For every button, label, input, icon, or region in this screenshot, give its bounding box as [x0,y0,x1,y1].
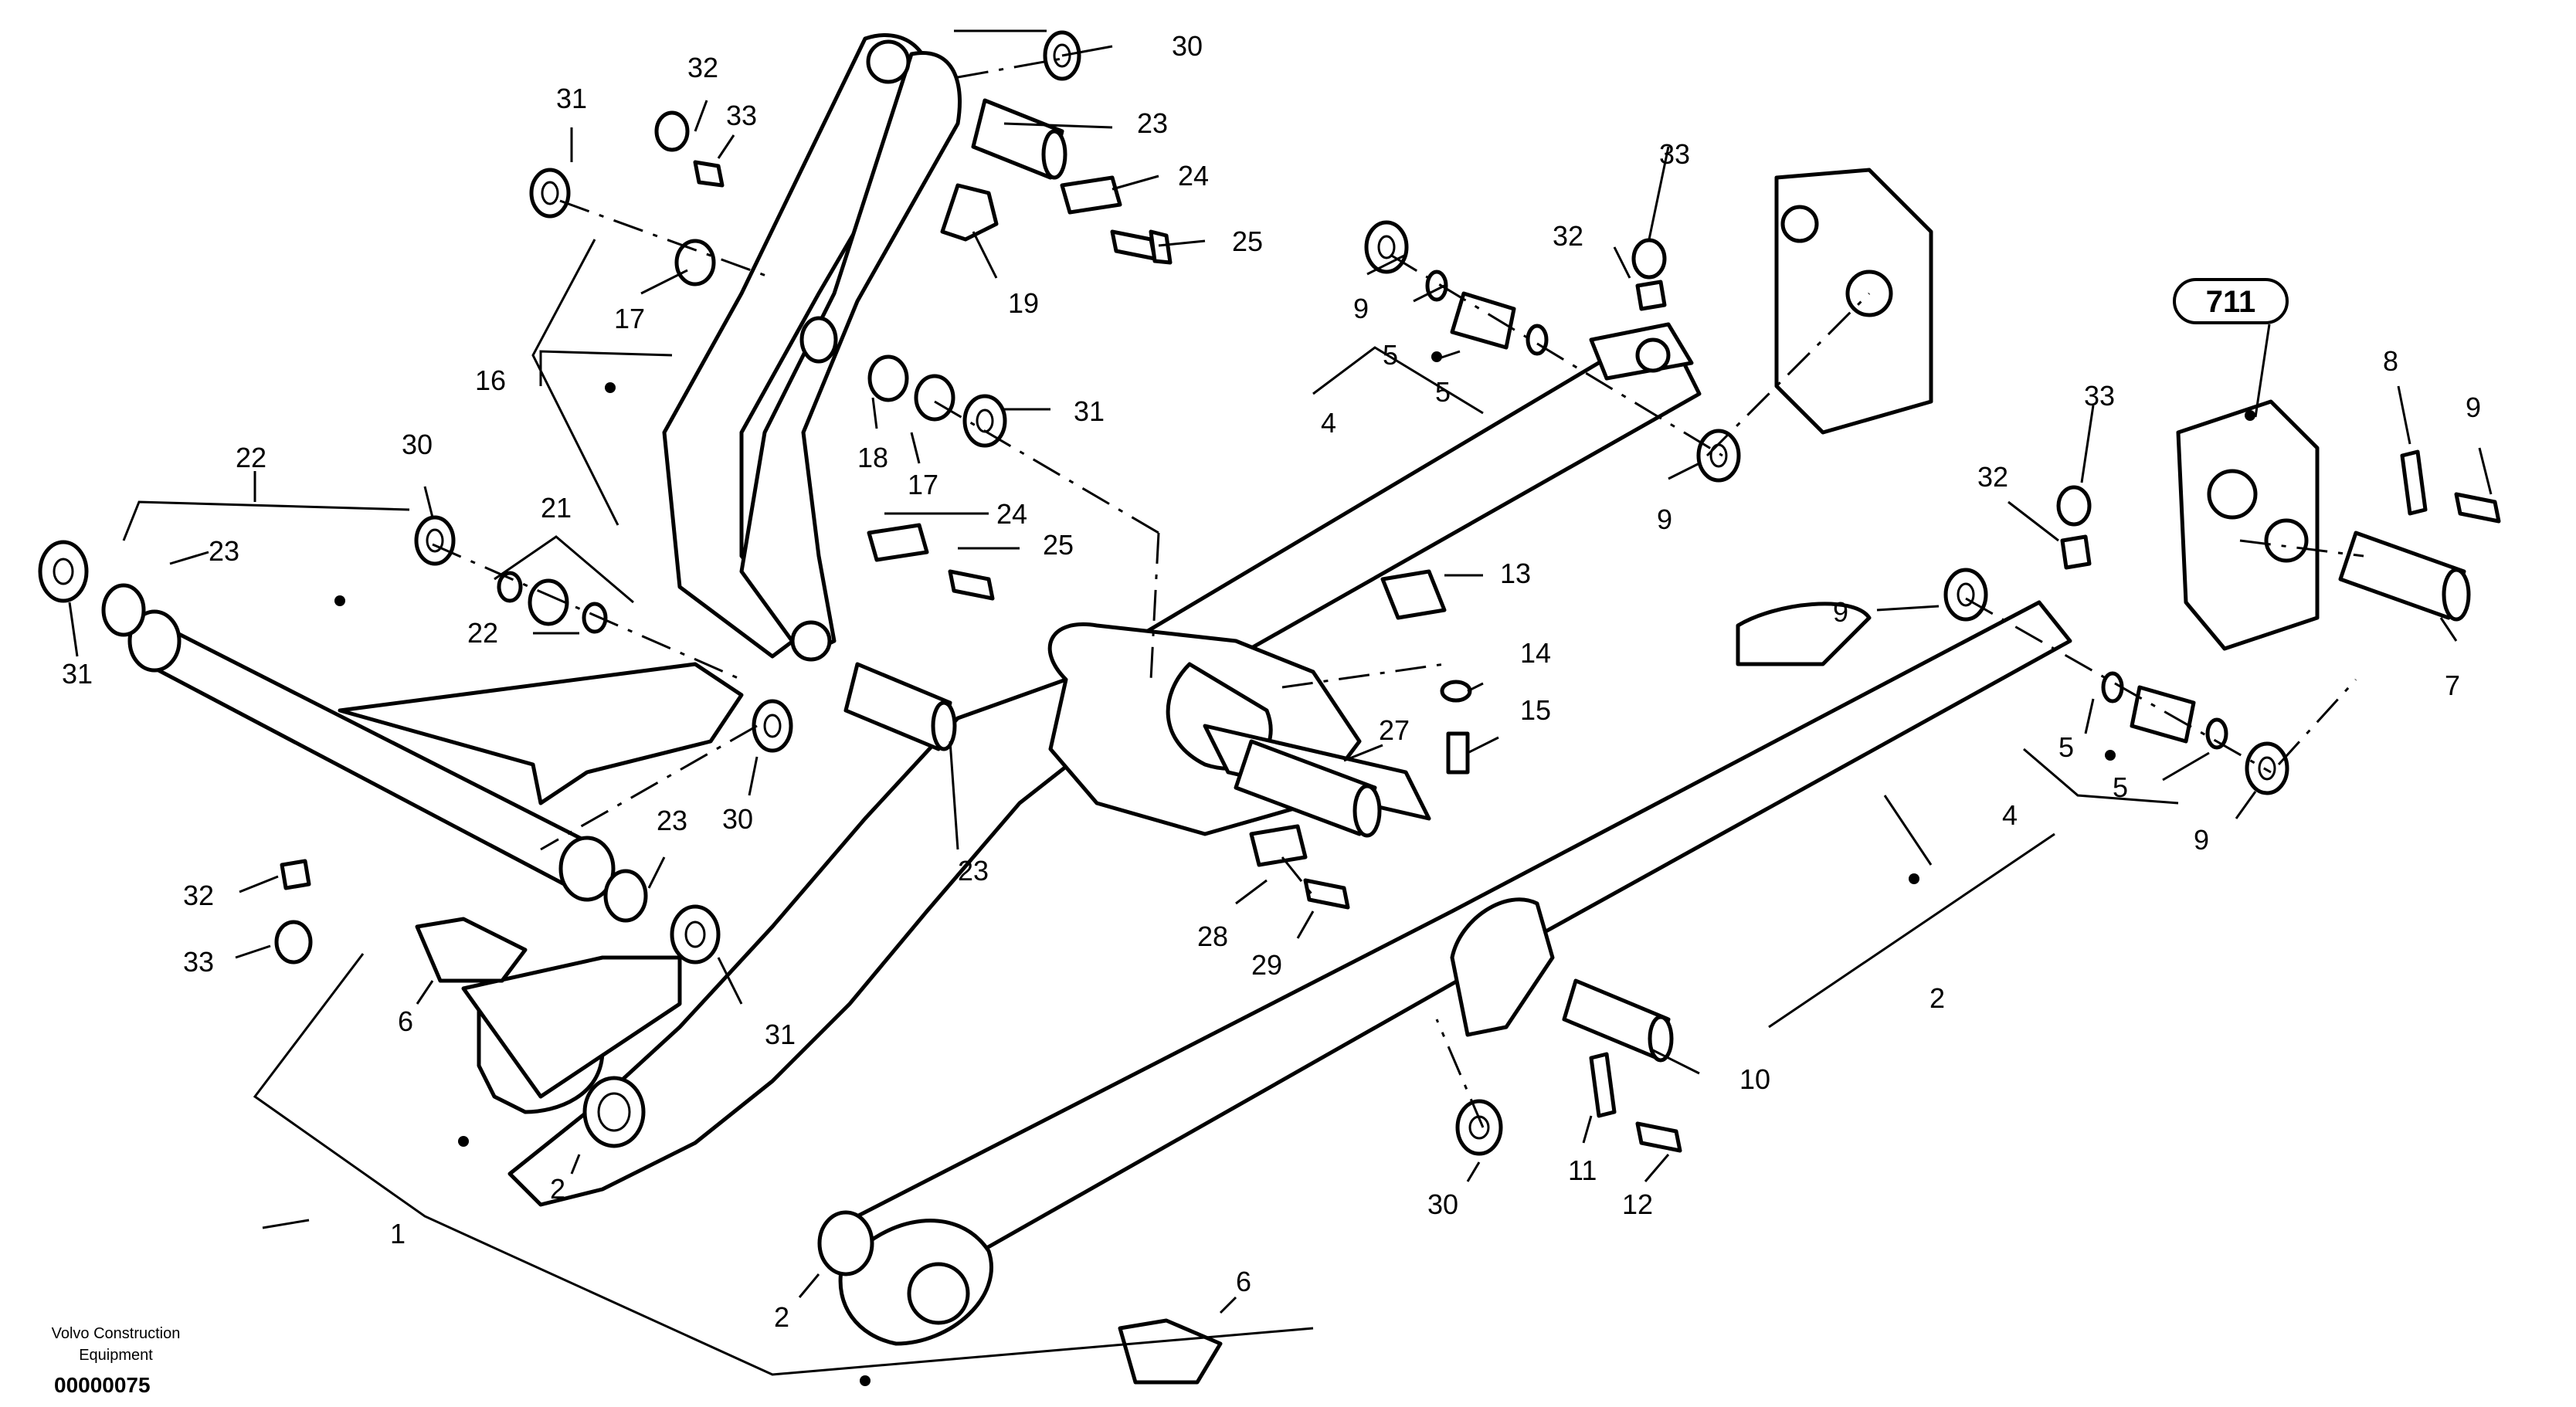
callout-28: 27 [1379,714,1410,746]
callout-33: 32 [687,52,718,83]
callout-21: 22 [236,442,266,473]
callout-5c: 5 [2058,731,2074,763]
callout-33b: 32 [183,880,214,911]
reference-code: 711 [2206,285,2256,319]
callout-26: 24 [1178,160,1209,192]
callout-34c: 33 [1659,138,1690,170]
callout-2b: 2 [774,1301,789,1333]
callout-34: 33 [726,100,757,131]
center-lines [432,56,2364,1128]
callout-32c: 31 [62,658,93,690]
callout-31: 30 [1172,30,1203,62]
callout-9: 9 [2466,392,2481,423]
drawing-number: 00000075 [54,1373,151,1397]
callout-13d: 9 [2194,824,2209,856]
brand-line-2: Equipment [79,1347,153,1364]
callout-6: 6 [398,1005,413,1037]
callout-33d: 32 [1977,461,2008,493]
callout-27: 25 [1232,225,1263,257]
bucket-link-17 [662,33,962,662]
callout-13b: 9 [1657,503,1672,535]
tilt-link-21 [127,609,744,1114]
callout-5b: 5 [1435,376,1451,408]
callout-16: 15 [1520,694,1551,726]
callout-11: 11 [1568,1154,1597,1186]
callout-8: 8 [2383,345,2398,377]
callout-27b: 25 [1043,529,1074,561]
callout-5d: 5 [2113,771,2128,803]
callout-32d: 31 [765,1019,796,1050]
hardware [38,30,2501,1385]
callout-22: 21 [541,492,572,524]
callout-34d: 33 [2084,380,2115,412]
callout-13c: 9 [1833,596,1848,628]
callout-25: 23 [1137,107,1168,139]
callout-26b: 24 [996,498,1027,530]
callout-31c: 30 [722,803,753,835]
brand-caption: Volvo Construction Equipment [31,1323,201,1366]
callout-4b: 4 [2002,799,2018,831]
callout-5: 5 [1383,339,1398,371]
callout-23: 22 [467,617,498,649]
callout-30: 29 [1251,949,1282,981]
callout-14: 13 [1500,558,1531,589]
callout-24b: 23 [657,805,687,836]
callout-2: 2 [550,1173,565,1205]
callout-1: 1 [390,1218,406,1249]
callout-24: 23 [209,535,239,567]
callout-2c: 2 [1929,982,1945,1014]
callout-33c: 32 [1553,220,1583,252]
callout-15: 14 [1520,637,1551,669]
leader-lines [68,29,2493,1376]
callout-31d: 30 [1427,1188,1458,1220]
callout-13: 9 [1353,293,1369,324]
rear-mount-bracket [1589,168,2320,651]
callout-19: 18 [857,442,888,473]
brand-line-1: Volvo Construction [51,1325,181,1342]
callout-18b: 17 [908,469,938,500]
callout-29: 28 [1197,920,1228,952]
callout-labels: 30 23 24 25 19 31 32 33 17 16 18 17 31 2… [62,30,2481,1333]
callout-25b: 23 [958,855,989,887]
callout-4: 4 [1321,407,1336,439]
callout-17: 16 [475,364,506,396]
callout-12: 12 [1622,1188,1653,1220]
callout-32b: 31 [1074,395,1105,427]
callout-20: 19 [1008,287,1039,319]
reference-code-badge: 711 [2173,278,2289,324]
callout-6b: 6 [1236,1266,1251,1297]
callout-32: 31 [556,83,587,114]
marker-dots [334,351,2255,1386]
callout-31b: 30 [402,429,433,460]
callout-34b: 33 [183,946,214,978]
callout-10: 10 [1739,1063,1770,1095]
callout-18: 17 [614,303,645,334]
callout-7: 7 [2445,670,2460,701]
